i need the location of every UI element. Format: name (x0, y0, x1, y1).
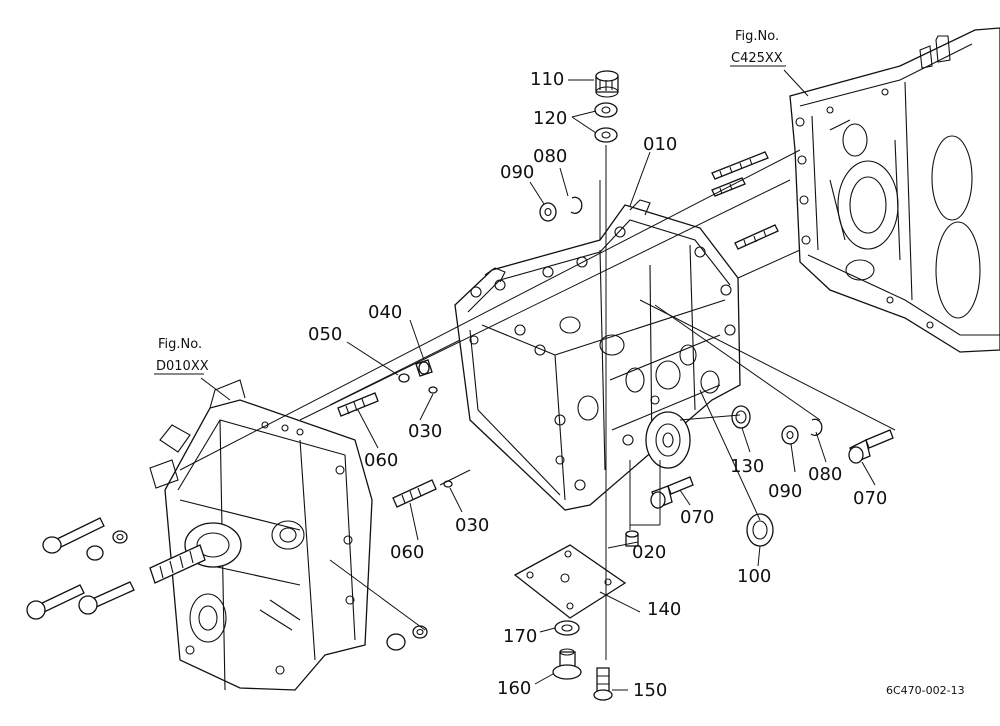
right-fig-label: Fig.No. (735, 29, 779, 44)
label-090-right: 090 (768, 481, 802, 502)
part-020-plug-top (625, 530, 639, 538)
label-040: 040 (368, 302, 402, 323)
part-120-washer-bottom-hole (601, 131, 611, 139)
alignment-lines (179, 145, 896, 660)
part-130-seal-inner (735, 410, 747, 424)
part-060-stud-upper (337, 392, 379, 417)
label-170: 170 (503, 626, 537, 647)
left-fig-reference: Fig.No. D010XX (154, 337, 209, 375)
label-060-lower: 060 (390, 542, 424, 563)
part-120-washer-top-hole (601, 106, 611, 114)
part-040-collar-end (418, 361, 430, 375)
label-080-top: 080 (533, 146, 567, 167)
part-170-washer-hole (561, 624, 573, 632)
label-100: 100 (737, 566, 771, 587)
part-030-pin-upper (428, 386, 438, 394)
label-030-lower: 030 (455, 515, 489, 536)
part-050-ring (398, 373, 410, 383)
label-010: 010 (643, 134, 677, 155)
label-160: 160 (497, 678, 531, 699)
label-140: 140 (647, 599, 681, 620)
left-fig-label: Fig.No. (158, 337, 202, 352)
part-090-nut-right-hole (786, 430, 794, 440)
left-fig-code: D010XX (156, 359, 209, 374)
part-090-nut-right (781, 425, 799, 445)
label-070-center: 070 (680, 507, 714, 528)
part-090-nut-top (539, 202, 557, 222)
label-050: 050 (308, 324, 342, 345)
part-140-cover-plate (513, 544, 627, 619)
part-160-drain-plug (552, 648, 582, 680)
center-housing (454, 199, 741, 511)
right-fig-code: C425XX (731, 51, 783, 66)
part-080-washer-top (570, 196, 583, 214)
part-070-bolt-center (650, 476, 694, 509)
label-030-upper: 030 (408, 421, 442, 442)
label-120: 120 (533, 108, 567, 129)
part-110-plug (595, 70, 619, 98)
part-130-seal (731, 405, 751, 429)
label-110: 110 (530, 69, 564, 90)
label-130: 130 (730, 456, 764, 477)
part-070-bolt-right (848, 429, 894, 464)
part-labels: 110 120 010 080 090 040 050 030 060 030 … (308, 69, 887, 701)
part-060-stud-lower (392, 479, 437, 508)
label-020: 020 (632, 542, 666, 563)
part-150-bolt (593, 667, 613, 701)
left-loose-hardware (26, 517, 428, 651)
part-120-washer-top (594, 102, 618, 118)
label-060-upper: 060 (364, 450, 398, 471)
part-100-oil-seal (746, 513, 774, 547)
left-housing (149, 379, 373, 691)
part-100-oil-seal-inner (752, 520, 768, 540)
leader-lines (200, 69, 876, 691)
part-120-washer-bottom (594, 127, 618, 143)
drawing-code: 6C470-002-13 (886, 684, 965, 697)
right-fig-reference: Fig.No. C425XX (730, 29, 786, 67)
right-housing (789, 27, 1000, 353)
label-150: 150 (633, 680, 667, 701)
part-080-washer-right (810, 418, 823, 436)
label-070-right: 070 (853, 488, 887, 509)
label-080-right: 080 (808, 464, 842, 485)
part-170-washer (554, 620, 580, 636)
label-090-top: 090 (500, 162, 534, 183)
